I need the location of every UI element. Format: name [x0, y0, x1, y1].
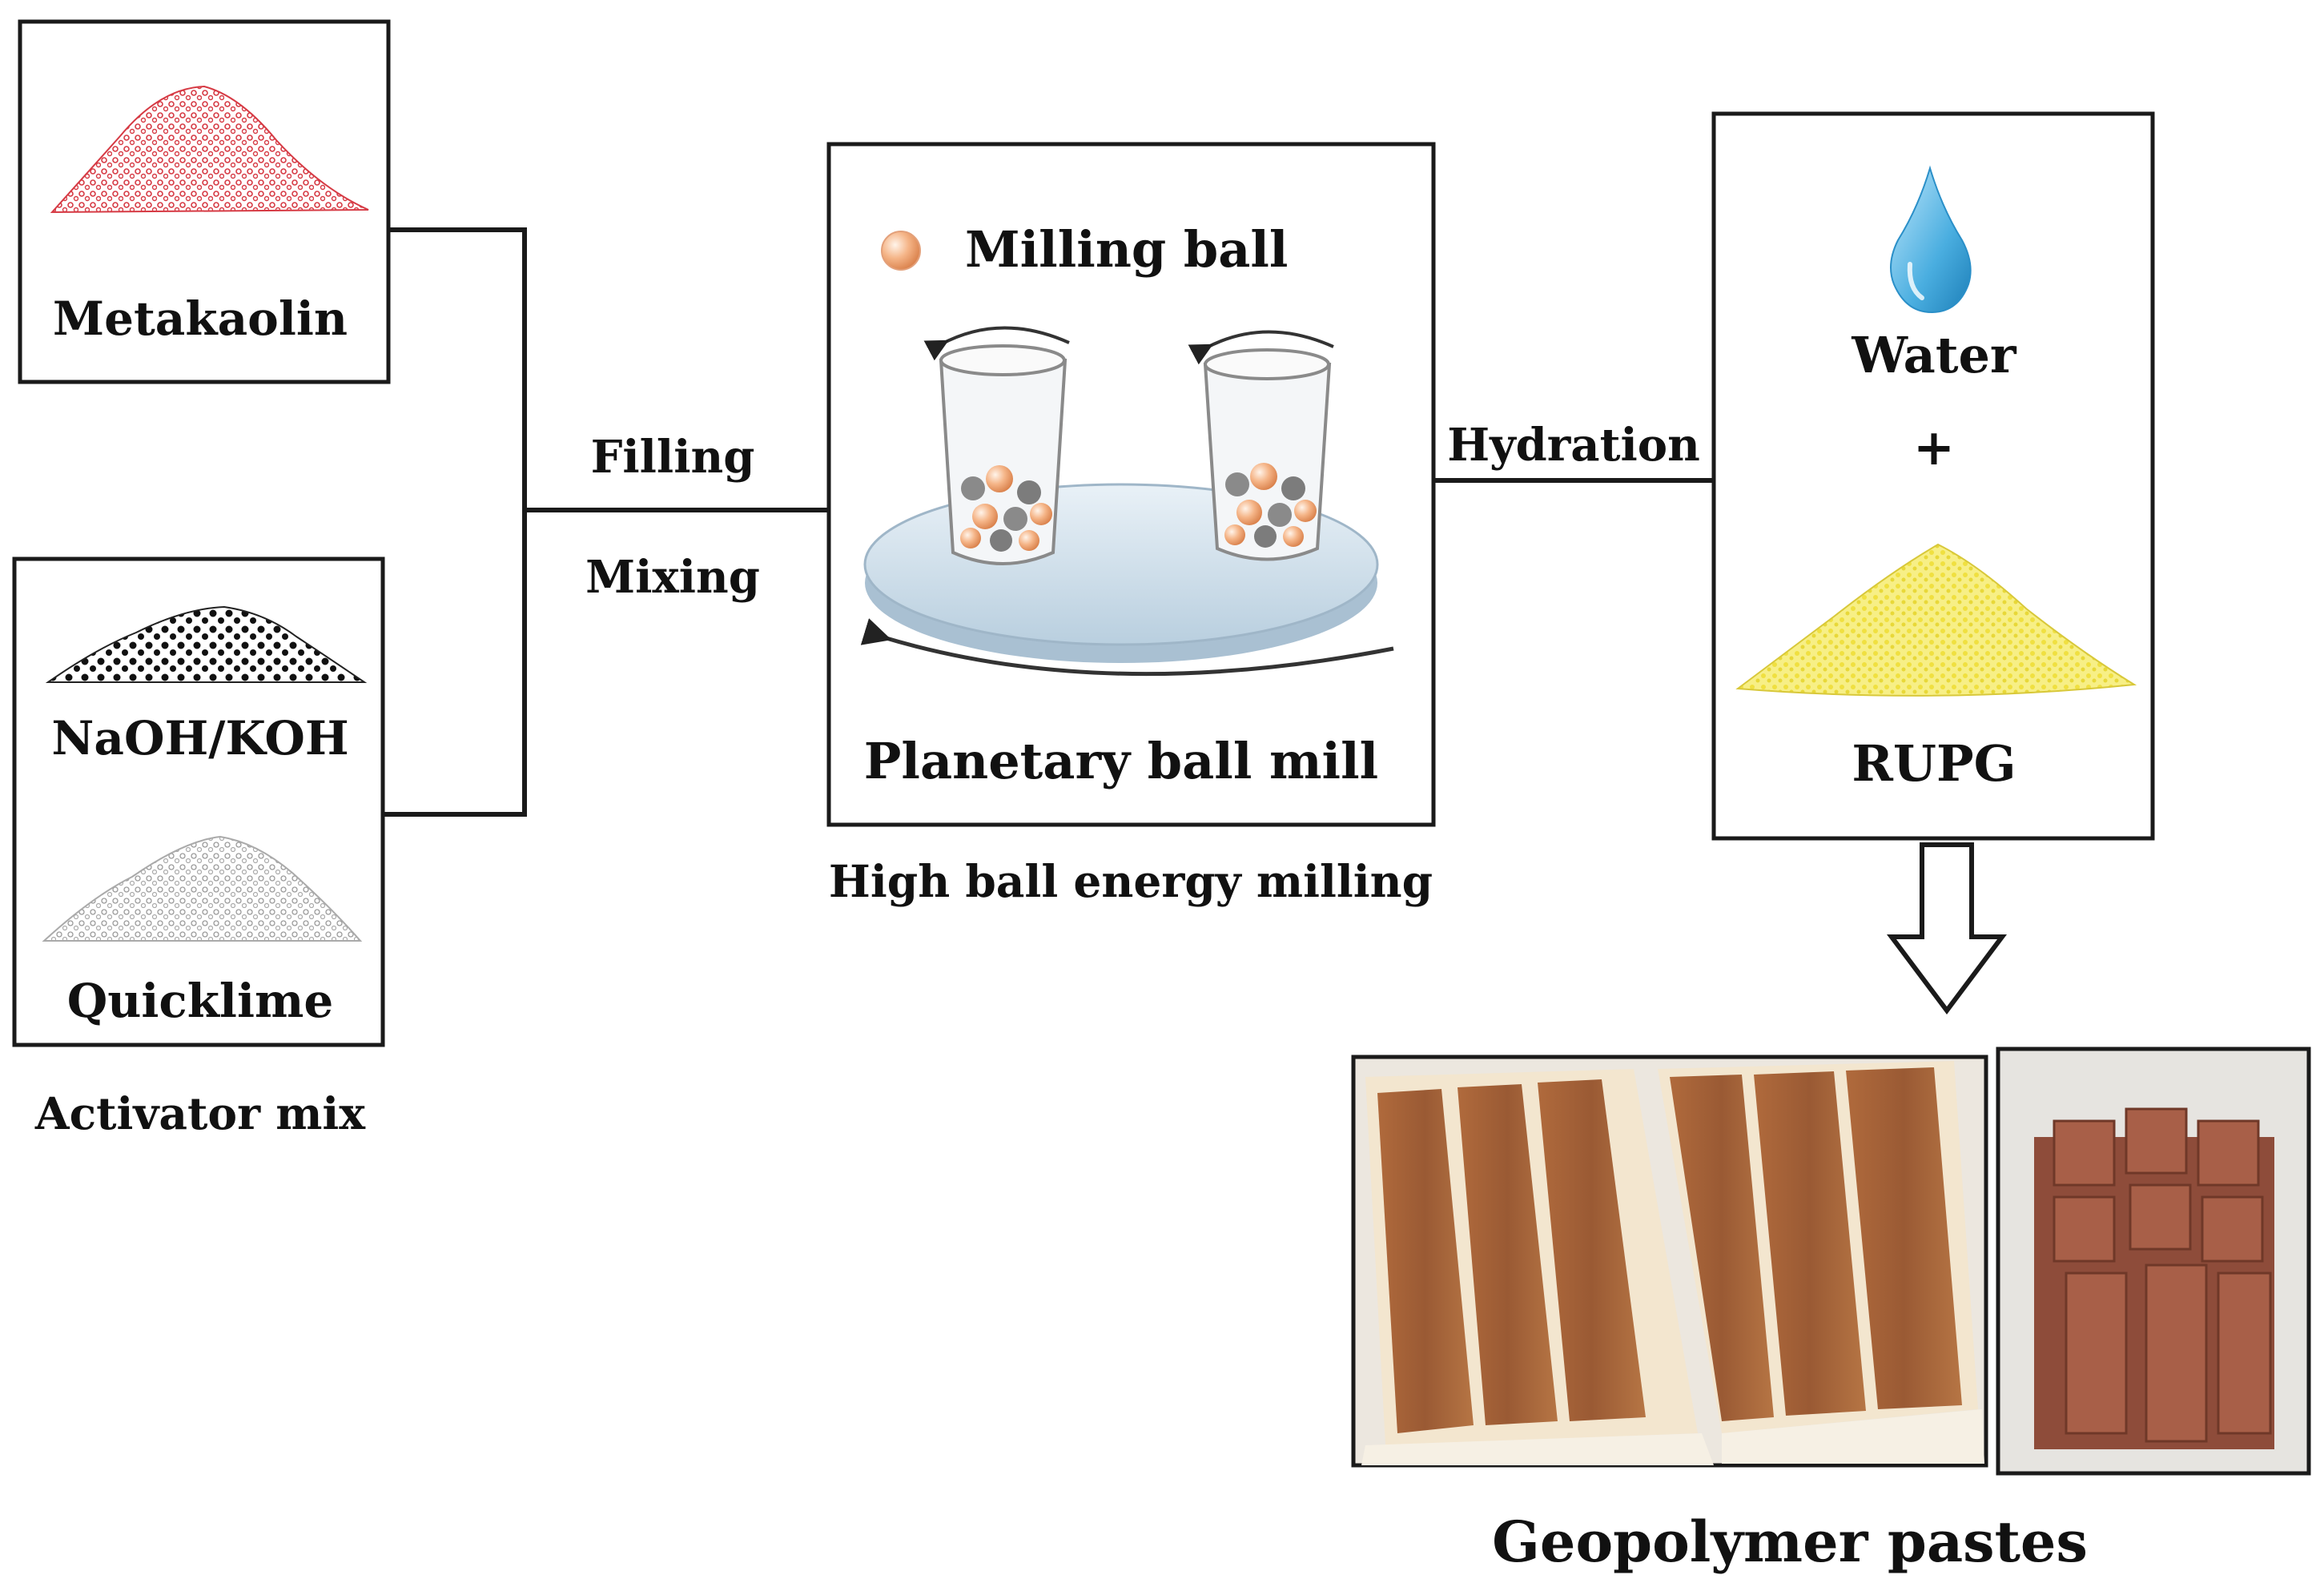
right-jar-balls: [1224, 463, 1317, 548]
milling-ball-legend: Milling ball: [965, 220, 1288, 279]
quicklime-label: Quicklime: [67, 974, 334, 1028]
filling-label: Filling: [591, 431, 755, 484]
rupg-box: Water + RUPG: [1711, 111, 2155, 841]
metakaolin-powder-icon: [50, 85, 369, 214]
hydration-label: Hydration: [1447, 419, 1700, 472]
mixing-label: Mixing: [585, 551, 760, 604]
activator-box: NaOH/KOH Quicklime: [12, 556, 385, 1047]
rupg-label: RUPG: [1852, 734, 2016, 793]
activator-mix-caption: Activator mix: [34, 1087, 366, 1139]
planetary-ball-mill-label: Planetary ball mill: [864, 732, 1378, 790]
left-connector: [383, 227, 829, 817]
geopolymer-cubes-photo: [1996, 1047, 2311, 1476]
high-ball-energy-milling-caption: High ball energy milling: [829, 855, 1433, 907]
naoh-powder-icon: [45, 605, 368, 683]
quicklime-powder-icon: [42, 835, 363, 942]
metakaolin-label: Metakaolin: [53, 291, 348, 346]
left-jar-balls: [960, 465, 1052, 552]
mill-box: Milling ball: [826, 142, 1436, 827]
down-arrow: [1887, 842, 2007, 1014]
metakaolin-box: Metakaolin: [18, 19, 391, 384]
planetary-mill-illustration: [860, 326, 1394, 677]
milling-ball-icon: [881, 231, 921, 271]
naoh-koh-label: NaOH/KOH: [51, 711, 348, 765]
geopolymer-mould-photo: [1351, 1055, 1988, 1468]
geopolymer-pastes-caption: Geopolymer pastes: [1492, 1509, 2088, 1575]
plus-sign: +: [1913, 418, 1955, 476]
rupg-powder-icon: [1735, 543, 2137, 697]
water-label: Water: [1851, 326, 2016, 384]
